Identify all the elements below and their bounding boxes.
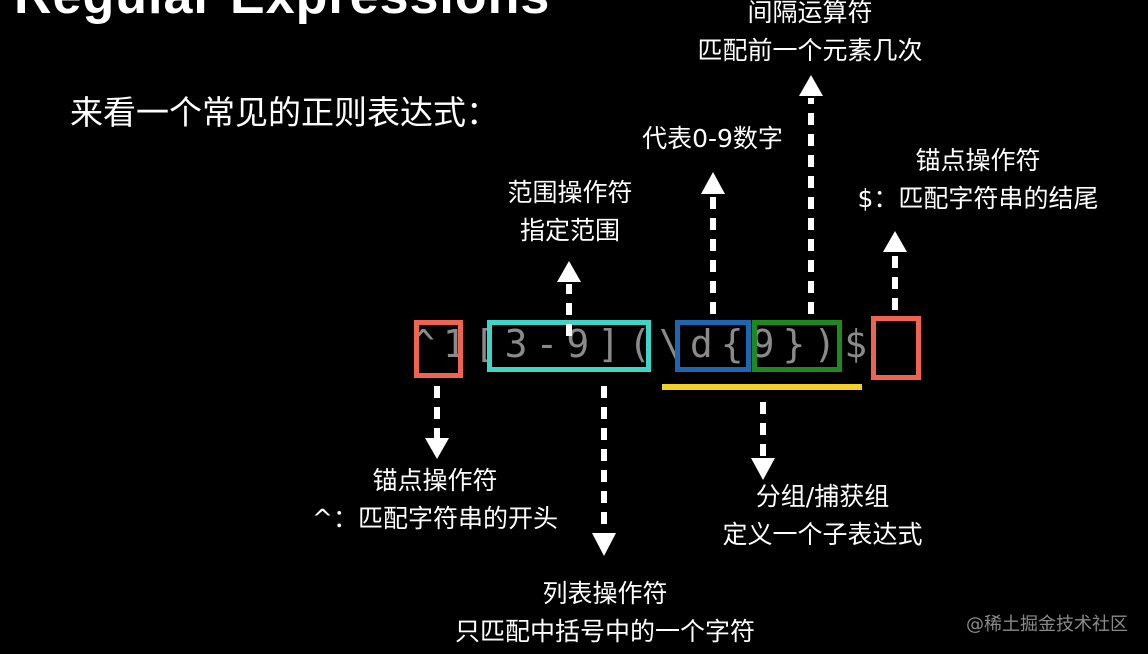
list-op-label-line2: 只匹配中括号中的一个字符 xyxy=(454,617,755,646)
group-underline xyxy=(662,384,862,390)
group-label-line1: 分组/捕获组 xyxy=(755,482,890,511)
range-box xyxy=(487,320,651,372)
list-arrowhead xyxy=(592,533,616,556)
range-op-label: 范围操作符 指定范围 xyxy=(480,174,660,250)
digit-label-line1: 代表0-9数字 xyxy=(642,124,783,153)
digit-box xyxy=(675,320,751,372)
list-op-label-line1: 列表操作符 xyxy=(542,579,668,608)
group-label: 分组/捕获组 定义一个子表达式 xyxy=(695,478,950,554)
quantifier-label: 间隔运算符 匹配前一个元素几次 xyxy=(670,0,950,70)
watermark: @稀土掘金技术社区 xyxy=(966,614,1128,635)
range-arrowhead xyxy=(557,261,581,282)
quantifier-label-line1: 间隔运算符 xyxy=(747,0,873,27)
anchor-end-label-line2: $：匹配字符串的结尾 xyxy=(857,184,1099,213)
anchor-start-label-line2: ^：匹配字符串的开头 xyxy=(312,504,558,533)
group-label-line2: 定义一个子表达式 xyxy=(722,520,923,549)
range-op-label-line1: 范围操作符 xyxy=(507,178,633,207)
range-op-label-line2: 指定范围 xyxy=(519,216,620,245)
quantifier-label-line2: 匹配前一个元素几次 xyxy=(697,36,923,65)
slide-subtitle: 来看一个常见的正则表达式： xyxy=(70,93,499,132)
anchor-end-label-line1: 锚点操作符 xyxy=(915,146,1041,175)
anchor-end-label: 锚点操作符 $：匹配字符串的结尾 xyxy=(838,142,1118,218)
digit-label: 代表0-9数字 xyxy=(620,120,805,158)
anchor-end-box xyxy=(871,316,921,380)
anchor-start-box xyxy=(414,320,463,378)
anchor-end-arrowhead xyxy=(883,231,907,252)
anchor-start-label-line1: 锚点操作符 xyxy=(372,466,498,495)
quantifier-arrowhead xyxy=(799,75,823,96)
group-arrowhead xyxy=(751,458,775,480)
anchor-start-label: 锚点操作符 ^：匹配字符串的开头 xyxy=(300,462,570,538)
list-op-label: 列表操作符 只匹配中括号中的一个字符 xyxy=(430,575,780,651)
quantifier-box xyxy=(752,320,842,372)
anchor-start-arrowhead xyxy=(425,438,449,459)
slide-title: Regular Expressions xyxy=(14,0,550,26)
digit-arrowhead xyxy=(701,172,725,194)
